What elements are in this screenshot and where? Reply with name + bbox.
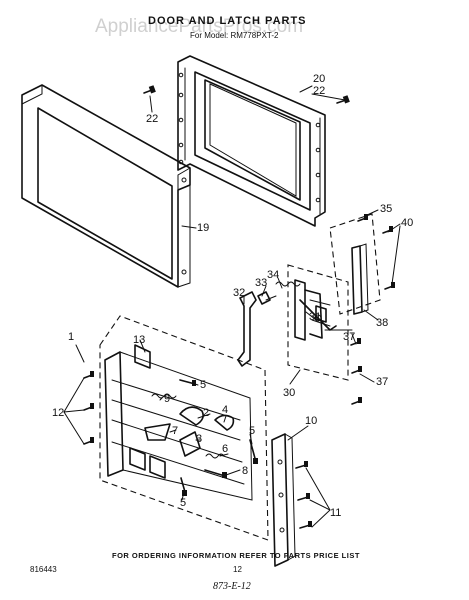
spring-part-9 [151,393,177,399]
callout-1: 1 [68,331,74,343]
callout-30: 30 [283,387,295,399]
callout-19: 19 [197,222,209,234]
latch-pin-part-33 [257,291,277,305]
callout-32: 32 [233,287,245,299]
callout-10: 10 [305,415,317,427]
ordering-note: FOR ORDERING INFORMATION REFER TO PARTS … [112,551,360,560]
callout-20: 20 [313,73,325,85]
latch-arm-part-32 [237,291,257,367]
screw-part-22-left [143,85,156,94]
inner-door-panel-part-20 [177,55,326,227]
screws-part-11 [295,461,312,529]
callout-40: 40 [401,217,413,229]
figure-code: 816443 [30,565,57,574]
page-number: 12 [233,565,242,574]
bracket-part-7 [144,423,171,441]
door-frame-part-19 [21,84,191,288]
callout-37-bottom: 37 [376,376,388,388]
callout-33: 33 [255,277,267,289]
bracket-part-4 [214,414,235,431]
callout-34: 34 [267,269,279,281]
lever-part-3 [179,431,201,457]
callout-3: 3 [196,433,202,445]
screws-part-37 [350,338,362,405]
leader-lines [63,85,401,528]
screws-part-5 [179,379,258,496]
callout-8: 8 [242,465,248,477]
screw-part-8 [204,469,227,478]
callout-35: 35 [380,203,392,215]
screw-part-35 [357,214,368,222]
switch-bracket-part-38 [329,213,381,315]
handwritten-code: 873-E-12 [213,581,251,592]
callout-5-bottom: 5 [180,497,186,509]
callout-5-mid: 5 [249,425,255,437]
callout-6: 6 [222,443,228,455]
callout-5-top: 5 [200,379,206,391]
callout-37-top: 37 [343,331,355,343]
callout-13: 13 [133,334,145,346]
callout-9: 9 [164,393,170,405]
screw-part-22-right [336,95,350,104]
callout-38: 38 [376,317,388,329]
screws-part-12 [83,371,94,445]
callout-22-right: 22 [313,85,325,97]
callout-4: 4 [222,404,228,416]
spring-part-6 [205,453,225,459]
hinge-bar-part-10 [271,433,296,567]
diagram-title: DOOR AND LATCH PARTS [148,15,307,27]
callout-2: 2 [203,407,209,419]
callout-12: 12 [52,407,64,419]
screws-part-40 [382,226,395,290]
callout-31: 31 [309,311,321,323]
watermark-text: AppliancePartsPros.com [95,16,303,37]
cam-part-2 [179,406,204,426]
callout-7: 7 [172,425,178,437]
callout-22-left: 22 [146,113,158,125]
latch-bracket-part-30 [287,264,349,381]
model-label: For Model: RM778PXT-2 [190,31,279,40]
callout-11: 11 [330,507,341,519]
